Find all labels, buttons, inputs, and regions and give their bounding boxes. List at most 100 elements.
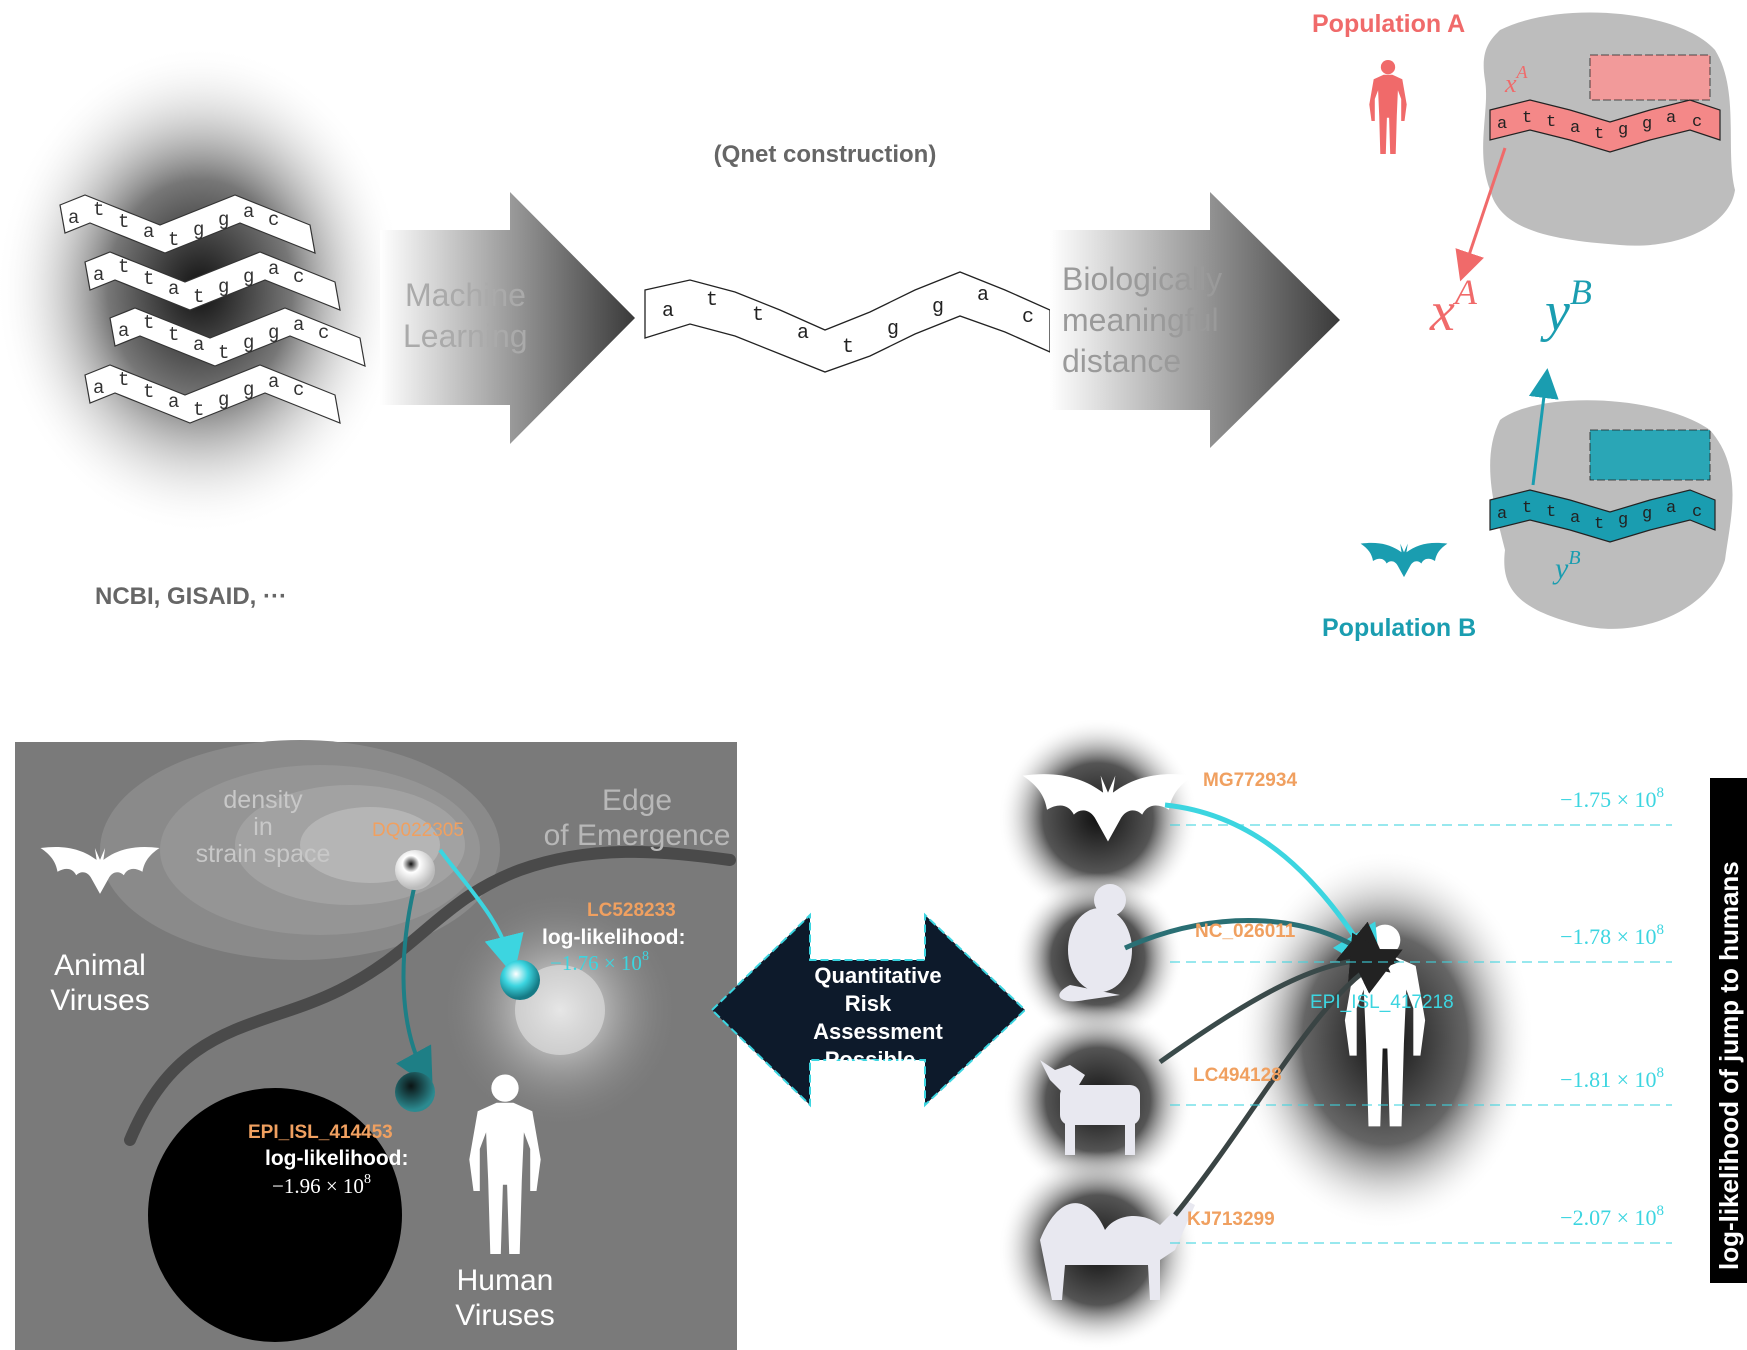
camel-to-human-arrow: [1173, 948, 1403, 1217]
source-log-likelihood-value: −1.78 × 108: [1560, 922, 1664, 949]
input-sequence-letter: a: [243, 201, 254, 223]
input-sequence-letter: t: [93, 199, 104, 221]
input-sequence-letter: g: [243, 266, 254, 288]
strain-dq022305-point: [395, 850, 435, 890]
cow-icon: [1040, 1060, 1140, 1155]
input-sequence-letter: g: [268, 322, 279, 344]
input-sequence-letter: a: [143, 221, 154, 243]
edge-label-2: of Emergence: [544, 819, 731, 852]
source-strain-label: KJ713299: [1187, 1209, 1275, 1230]
human-label-1: Human: [457, 1264, 554, 1297]
input-sequence-letter: g: [218, 389, 229, 411]
risk-label-3: Assessment: [813, 1019, 943, 1044]
ml-label-2: Learning: [403, 318, 528, 354]
population-a-label: Population A: [1312, 10, 1465, 38]
bio-label-2: meaningful: [1062, 302, 1219, 338]
input-sequence-letter: g: [243, 332, 254, 354]
rat-icon: [1059, 884, 1132, 1002]
population-a-sequence-letter: g: [1618, 121, 1628, 140]
input-sequence-letter: a: [93, 377, 104, 399]
camel-icon: [1040, 1200, 1195, 1300]
risk-label-2: Risk: [845, 991, 892, 1016]
population-a-sequence-letter: a: [1666, 109, 1676, 128]
input-sequence-letter: a: [293, 314, 304, 336]
human-label-2: Viruses: [455, 1299, 555, 1332]
strain-lc528233-label: LC528233: [587, 900, 676, 921]
edge-label-1: Edge: [602, 784, 672, 817]
population-b-sequence-letter: t: [1546, 503, 1556, 522]
source-log-likelihood-value: −2.07 × 108: [1560, 1203, 1664, 1230]
input-sequence-letter: c: [293, 379, 304, 401]
target-strain-label: EPI_ISL_417218: [1310, 992, 1454, 1013]
lc528233-ll-label: log-likelihood:: [542, 926, 685, 949]
input-sequence-letter: t: [143, 268, 154, 290]
input-sequence-letter: g: [218, 276, 229, 298]
qnet-sequence-letter: t: [752, 304, 764, 327]
population-b-label: Population B: [1322, 614, 1476, 642]
input-sequence-letter: c: [293, 266, 304, 288]
source-strain-label: NC_026011: [1195, 921, 1296, 942]
density-label-3: strain space: [196, 840, 331, 868]
qnet-sequence-letter: t: [706, 289, 718, 312]
sources-label: NCBI, GISAID, ···: [95, 583, 287, 610]
input-sequence-letter: t: [143, 312, 154, 334]
qnet-sequence-letter: t: [842, 336, 854, 359]
human-a-icon: [1369, 59, 1407, 155]
population-b-var-small: yB: [1552, 547, 1581, 585]
axis-label-box: [1710, 778, 1747, 1283]
input-sequence-letter: a: [168, 391, 179, 413]
population-b-sequence-letter: c: [1692, 503, 1702, 522]
population-b-sequence-letter: t: [1522, 499, 1532, 518]
edge-of-emergence-curve: [124, 845, 736, 1146]
input-sequence-letter: c: [318, 322, 329, 344]
density-label-1: density: [223, 786, 303, 814]
animal-label-1: Animal: [54, 949, 146, 982]
input-sequences: [59, 194, 366, 424]
population-b-arrow: [1528, 368, 1559, 486]
animal-label-2: Viruses: [50, 984, 150, 1017]
lc528233-ll-value: −1.76 × 108: [550, 949, 649, 975]
population-a-sequence-letter: g: [1642, 115, 1652, 134]
input-sequence-letter: t: [168, 229, 179, 251]
population-a-var: xA: [1429, 272, 1478, 343]
population-b-sequence-letter: t: [1594, 515, 1604, 534]
risk-label-4: Possible: [825, 1047, 915, 1072]
population-a-arrow: [1455, 147, 1507, 282]
input-sequence-letter: a: [93, 264, 104, 286]
distance-arrow: [1050, 192, 1340, 448]
input-sequence-letter: a: [193, 334, 204, 356]
population-a-sequence-letter: a: [1497, 115, 1507, 134]
population-b-sequence-letter: a: [1497, 505, 1507, 524]
input-sequence-letter: t: [118, 256, 129, 278]
axis-label: log-likelihood of jump to humans: [1714, 861, 1744, 1270]
ml-label-1: Machine: [405, 277, 526, 313]
arrow-to-lc528233: [438, 848, 524, 976]
input-sequence-letter: g: [243, 379, 254, 401]
population-b-var: yB: [1540, 272, 1592, 343]
input-sequence-letter: t: [168, 324, 179, 346]
input-sequence-letter: c: [268, 209, 279, 231]
source-strain-label: MG772934: [1203, 770, 1297, 791]
input-sequence-letter: a: [118, 320, 129, 342]
population-a-sequence-letter: t: [1594, 125, 1604, 144]
input-sequence-letter: a: [168, 278, 179, 300]
risk-label-1: Quantitative: [814, 963, 941, 988]
source-strain-label: LC494128: [1193, 1065, 1282, 1086]
input-sequence-letter: g: [193, 219, 204, 241]
population-a-sequence-letter: c: [1692, 113, 1702, 132]
qnet-sequence-letter: a: [662, 300, 674, 323]
input-sequence-letter: t: [143, 381, 154, 403]
source-log-likelihood-value: −1.75 × 108: [1560, 785, 1664, 812]
population-b-stack: [1589, 429, 1711, 481]
qnet-sequence-letter: g: [887, 318, 899, 341]
population-b-sequence-letter: g: [1642, 505, 1652, 524]
population-a-sequence-letter: t: [1522, 109, 1532, 128]
population-a-stack: [1589, 54, 1711, 101]
epi-isl-414453-ll-label: log-likelihood:: [265, 1147, 408, 1170]
risk-assessment-arrow: [710, 912, 1027, 1108]
